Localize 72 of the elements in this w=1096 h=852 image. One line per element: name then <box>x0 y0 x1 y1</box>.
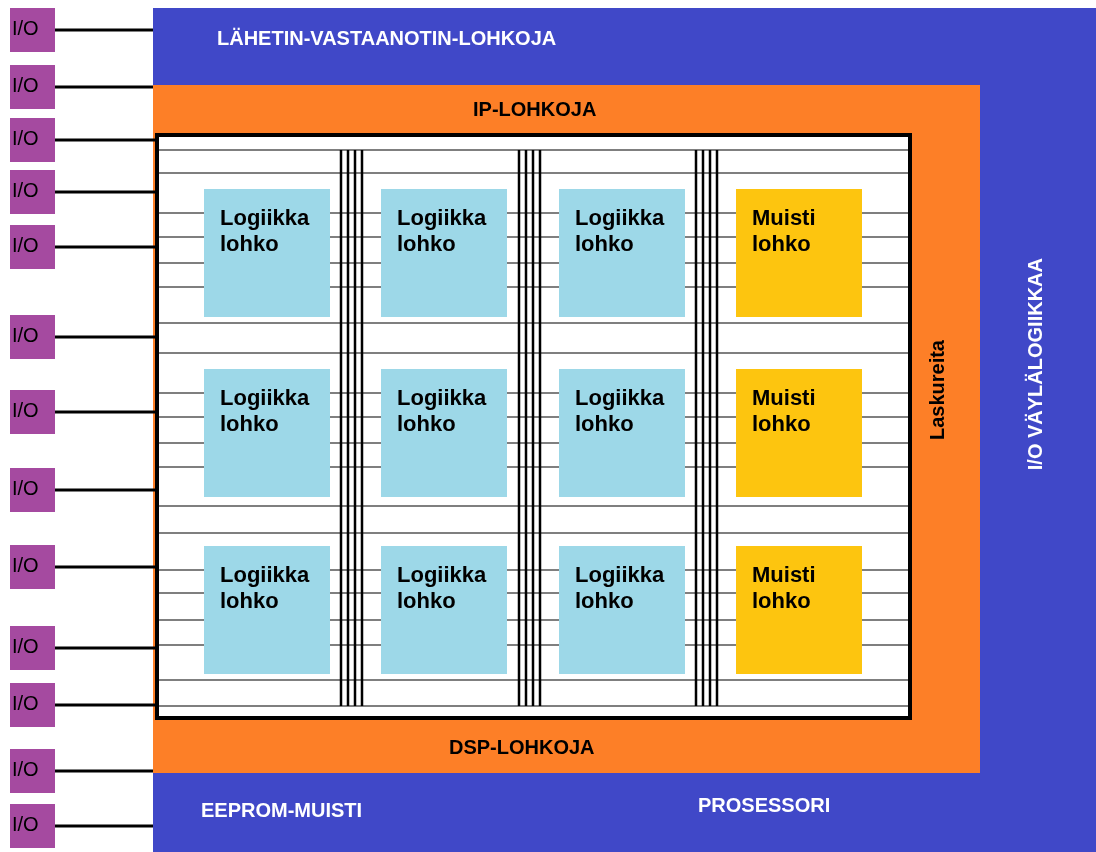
io-block <box>10 170 55 214</box>
block-label: I/O <box>12 178 39 202</box>
block-label: Muisti lohko <box>752 562 817 615</box>
block-label: I/O <box>12 398 39 422</box>
block-label: Logiikka lohko <box>397 385 488 438</box>
io-block <box>10 468 55 512</box>
region-title: EEPROM-MUISTI <box>201 798 363 822</box>
connector-line <box>55 138 155 142</box>
block-label: I/O <box>12 634 39 658</box>
block-label: Logiikka lohko <box>397 205 488 258</box>
logic-block <box>559 546 685 674</box>
io-block <box>10 390 55 434</box>
logic-block <box>381 189 507 317</box>
region-title: I/O VÄYLÄLOGIIKKAA <box>1023 258 1047 471</box>
memory-block <box>736 369 862 497</box>
memory-block <box>736 189 862 317</box>
block-label: Logiikka lohko <box>397 562 488 615</box>
block-label: I/O <box>12 553 39 577</box>
connector-line <box>55 488 155 492</box>
block-label: I/O <box>12 812 39 836</box>
region-title: LÄHETIN-VASTAANOTIN-LOHKOJA <box>217 26 557 50</box>
connector-line <box>55 245 155 249</box>
logic-block <box>204 189 330 317</box>
connector-line <box>55 646 155 650</box>
region-title: IP-LOHKOJA <box>473 97 597 121</box>
connector-line <box>55 769 153 773</box>
logic-block <box>381 546 507 674</box>
block-label: I/O <box>12 233 39 257</box>
block-label: Muisti lohko <box>752 385 817 438</box>
connector-line <box>55 28 153 32</box>
io-block <box>10 545 55 589</box>
connector-line <box>55 565 155 569</box>
block-label: Logiikka lohko <box>575 205 666 258</box>
memory-block <box>736 546 862 674</box>
io-block <box>10 315 55 359</box>
block-label: Muisti lohko <box>752 205 817 258</box>
region-title: Laskureita <box>925 340 949 441</box>
io-block <box>10 749 55 793</box>
region-title: DSP-LOHKOJA <box>449 735 595 759</box>
connector-line <box>55 410 155 414</box>
block-label: Logiikka lohko <box>575 562 666 615</box>
block-label: Logiikka lohko <box>220 205 311 258</box>
inner-region-panel <box>153 85 980 773</box>
connector-line <box>55 85 153 89</box>
block-label: Logiikka lohko <box>220 562 311 615</box>
io-block <box>10 225 55 269</box>
logic-block <box>559 189 685 317</box>
region-title: PROSESSORI <box>698 793 831 817</box>
io-block <box>10 683 55 727</box>
io-block <box>10 626 55 670</box>
block-label: I/O <box>12 323 39 347</box>
block-label: I/O <box>12 757 39 781</box>
connector-line <box>55 824 153 828</box>
logic-block <box>381 369 507 497</box>
block-label: Logiikka lohko <box>220 385 311 438</box>
connector-line <box>55 335 155 339</box>
block-label: I/O <box>12 126 39 150</box>
io-block <box>10 8 55 52</box>
io-block <box>10 65 55 109</box>
connector-line <box>55 703 155 707</box>
block-label: I/O <box>12 16 39 40</box>
io-block <box>10 804 55 848</box>
logic-block <box>559 369 685 497</box>
block-label: I/O <box>12 73 39 97</box>
outer-region-panel <box>153 8 1096 852</box>
connector-line <box>55 190 155 194</box>
block-label: I/O <box>12 476 39 500</box>
logic-block <box>204 546 330 674</box>
io-block <box>10 118 55 162</box>
logic-block <box>204 369 330 497</box>
block-label: Logiikka lohko <box>575 385 666 438</box>
block-label: I/O <box>12 691 39 715</box>
